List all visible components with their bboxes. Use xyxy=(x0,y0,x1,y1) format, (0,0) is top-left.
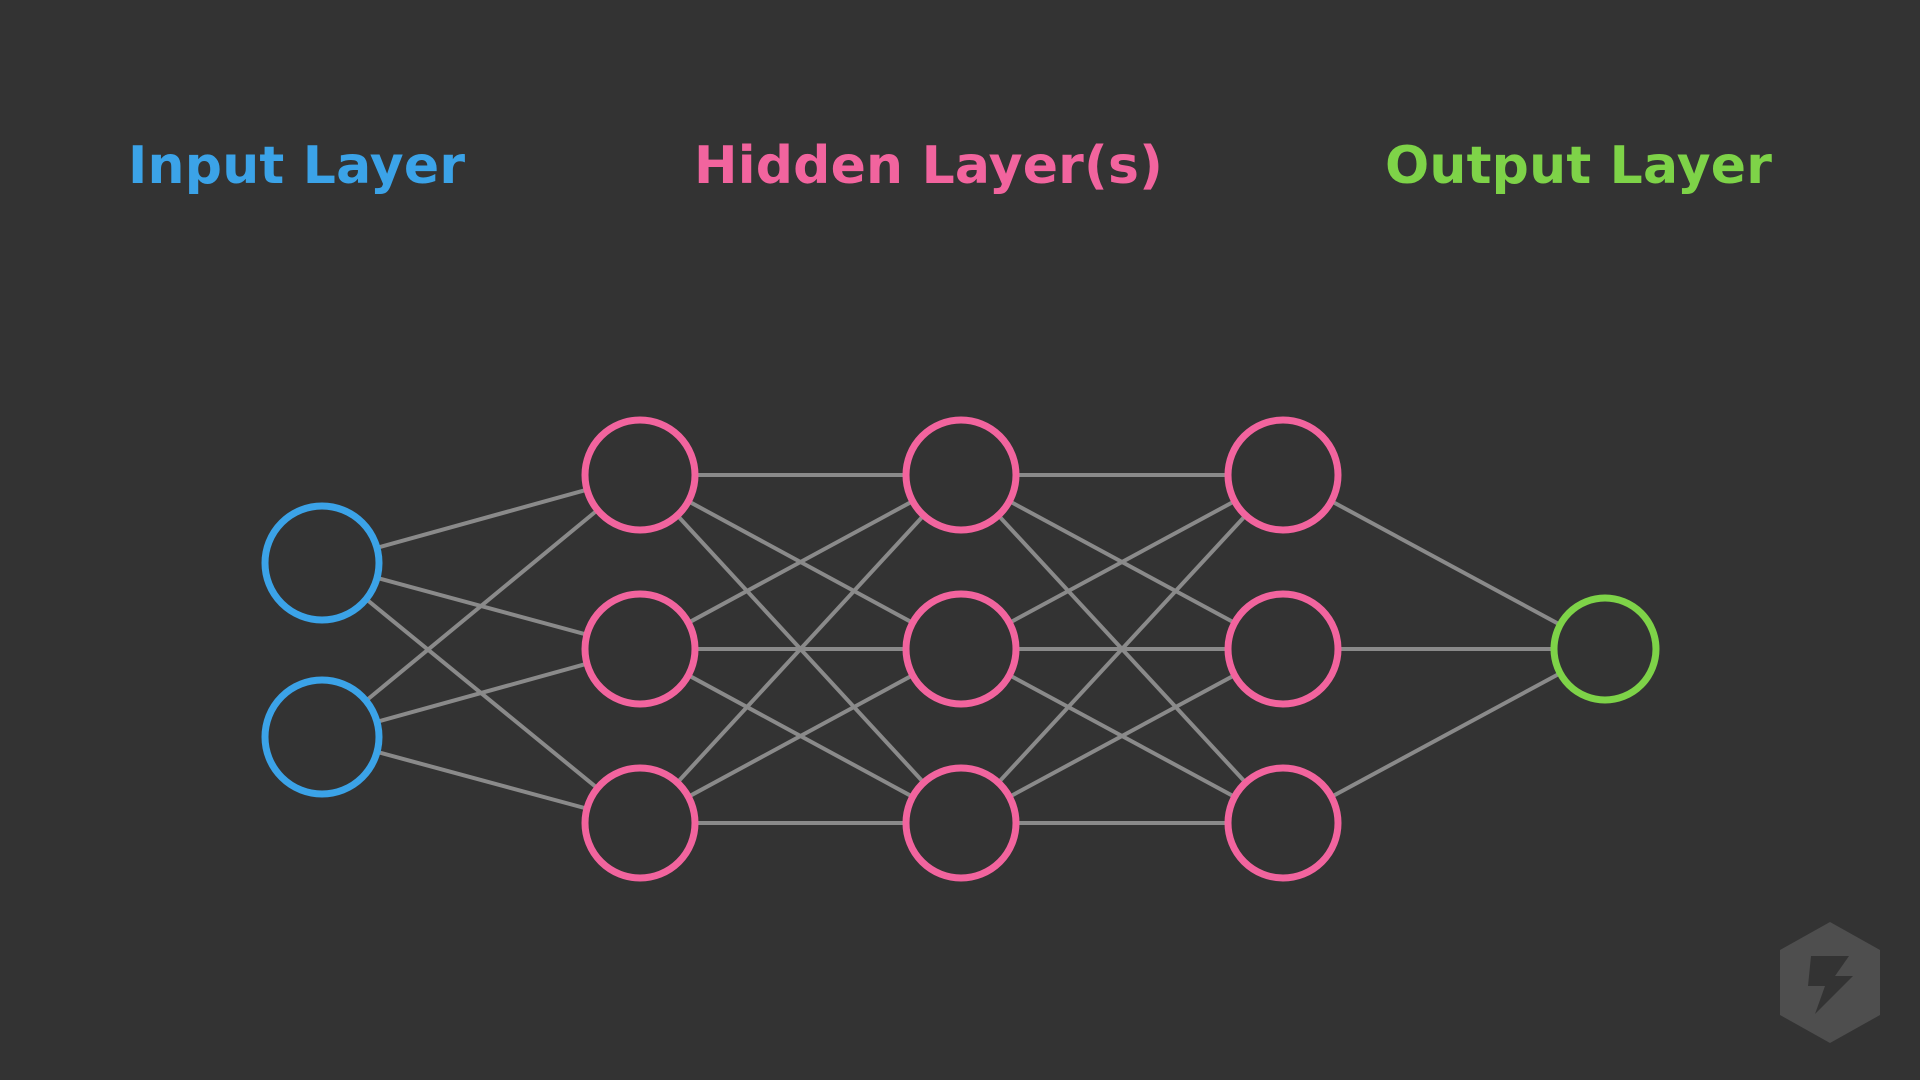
connection-edge xyxy=(377,750,587,811)
connection-edge xyxy=(1331,499,1561,627)
neuron-node-h1_3 xyxy=(581,764,699,882)
neuron-node-o1 xyxy=(1550,594,1660,704)
neuron-node-h3_3 xyxy=(1224,764,1342,882)
connection-edge xyxy=(688,673,913,799)
neuron-node-h1_2 xyxy=(581,590,699,708)
layer-label-input: Input Layer xyxy=(128,136,466,196)
connection-edge xyxy=(676,514,925,784)
layer-label-hidden: Hidden Layer(s) xyxy=(694,136,1164,196)
neuron-node-h2_1 xyxy=(902,416,1020,534)
node-group xyxy=(261,416,1660,882)
neuron-node-h3_2 xyxy=(1224,590,1342,708)
neuron-node-h2_3 xyxy=(902,764,1020,882)
neuron-node-i1 xyxy=(261,502,383,624)
connection-edge xyxy=(377,662,587,724)
connection-edge xyxy=(688,499,913,625)
connection-edge xyxy=(1009,499,1235,625)
connection-edge xyxy=(365,509,599,702)
edge-group xyxy=(365,473,1561,825)
neuron-node-i2 xyxy=(261,676,383,798)
neuron-node-h1_1 xyxy=(581,416,699,534)
connection-edge xyxy=(377,488,587,550)
neuron-node-h3_1 xyxy=(1224,416,1342,534)
connection-edge xyxy=(1009,673,1235,799)
connection-edge xyxy=(1331,671,1561,799)
layer-label-output: Output Layer xyxy=(1385,136,1773,196)
neuron-node-h2_2 xyxy=(902,590,1020,708)
connection-edge xyxy=(997,514,1247,784)
